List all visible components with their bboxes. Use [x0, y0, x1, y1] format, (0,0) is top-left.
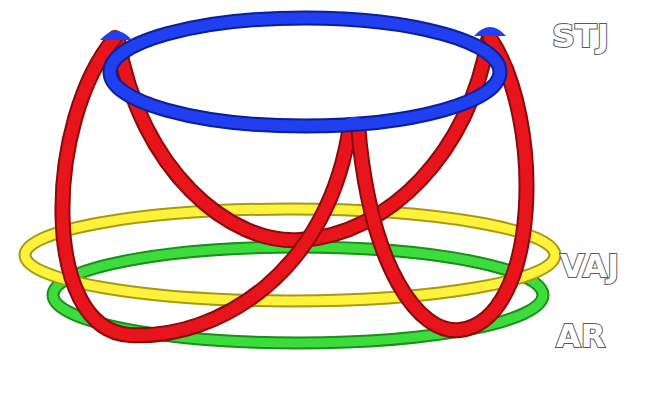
- commissure-cap: [100, 31, 132, 40]
- sinotubular-junction-ring: [110, 18, 500, 126]
- hinge-line-outline: [118, 40, 488, 240]
- commissure-caps: [100, 27, 506, 126]
- leaflet-hinge-crown: [62, 38, 526, 335]
- ring-label: VAJ: [560, 250, 619, 282]
- commissure-cap: [474, 27, 506, 36]
- ring-label: AR: [556, 320, 605, 352]
- commissure-cap: [338, 117, 370, 126]
- hinge-line: [118, 40, 488, 240]
- ring-label: STJ: [552, 20, 609, 52]
- sinotubular-junction-outline: [110, 18, 500, 126]
